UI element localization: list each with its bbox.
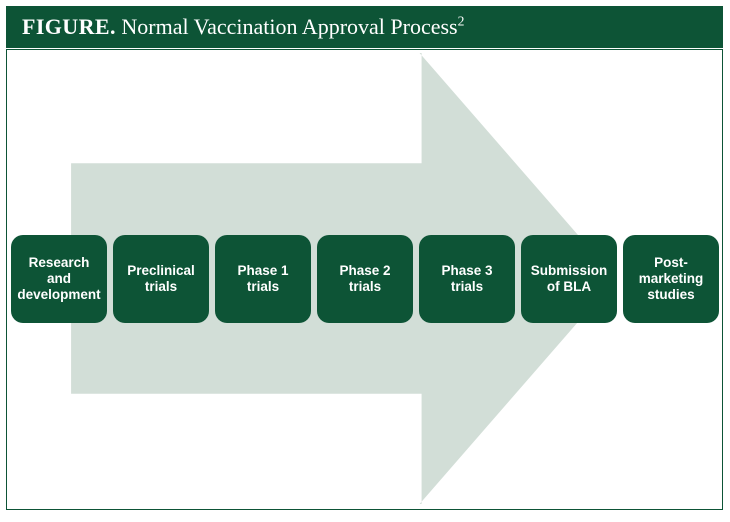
figure-body-frame: Research and development Preclinical tri… — [6, 49, 723, 510]
stage-label: Phase 2 trials — [339, 262, 391, 294]
stage-label: Phase 3 trials — [441, 262, 493, 294]
figure-header-bar: FIGURE. Normal Vaccination Approval Proc… — [6, 6, 723, 48]
stage-box-phase-2-trials[interactable]: Phase 2 trials — [317, 235, 413, 323]
stage-label: Submission of BLA — [530, 262, 608, 294]
stage-box-submission-of-bla[interactable]: Submission of BLA — [521, 235, 617, 323]
stage-label: Post- marketing studies — [638, 254, 704, 303]
stage-box-preclinical-trials[interactable]: Preclinical trials — [113, 235, 209, 323]
figure-title-text: Normal Vaccination Approval Process — [121, 14, 458, 39]
stage-box-row: Research and development Preclinical tri… — [7, 50, 722, 508]
stage-label: Research and development — [17, 254, 101, 303]
stage-box-phase-3-trials[interactable]: Phase 3 trials — [419, 235, 515, 323]
figure-footnote-marker: 2 — [457, 13, 465, 29]
figure-title: FIGURE. Normal Vaccination Approval Proc… — [22, 13, 465, 39]
stage-label: Phase 1 trials — [237, 262, 289, 294]
stage-label: Preclinical trials — [127, 262, 195, 294]
stage-box-research-and-development[interactable]: Research and development — [11, 235, 107, 323]
stage-box-post-marketing-studies[interactable]: Post- marketing studies — [623, 235, 719, 323]
stage-box-phase-1-trials[interactable]: Phase 1 trials — [215, 235, 311, 323]
figure-label: FIGURE. — [22, 14, 116, 39]
